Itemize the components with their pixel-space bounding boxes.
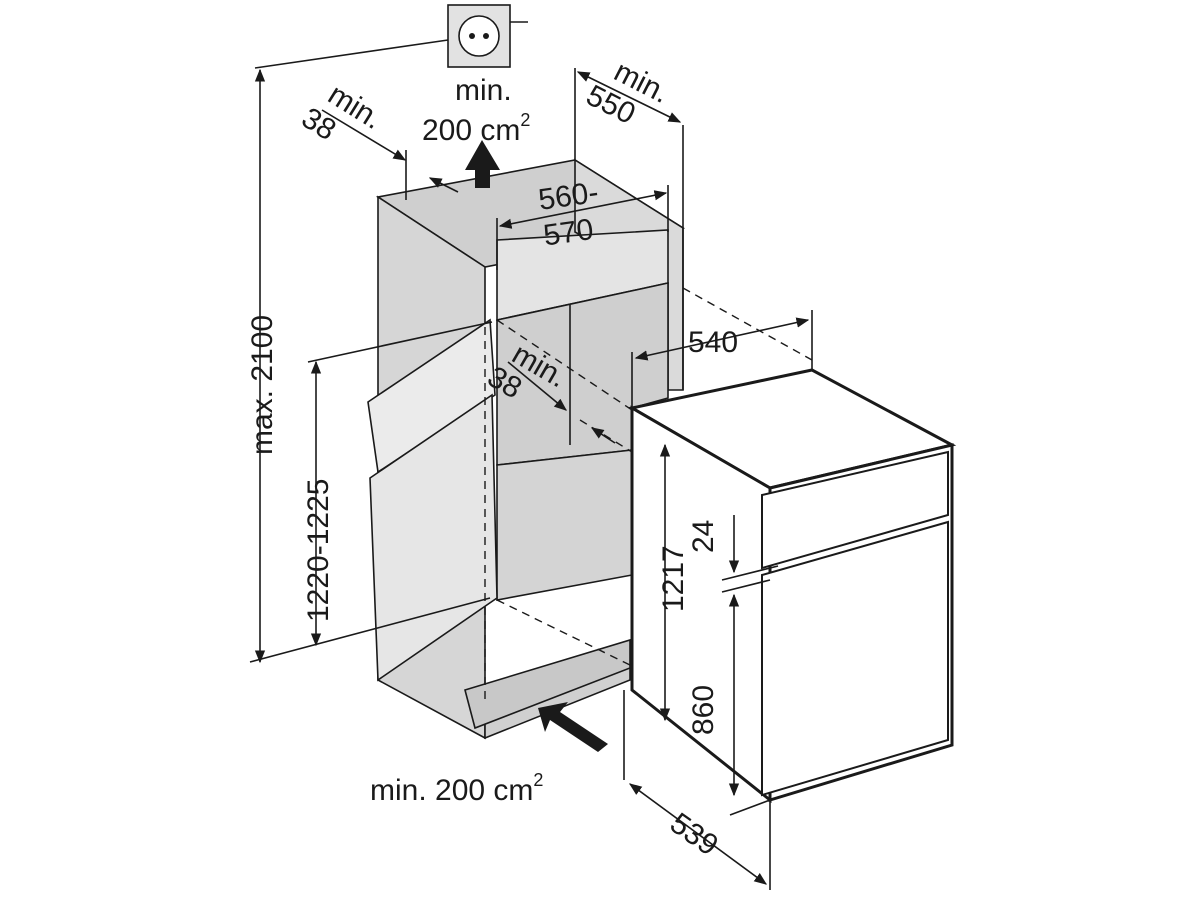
gap-top-label: min.38 [296, 73, 388, 165]
air-intake-arrow-icon [538, 702, 608, 752]
niche-inner-lower [496, 449, 633, 601]
depth-top-label: min.550 [581, 48, 674, 140]
vent-bottom-label: min. 200 cm2 [370, 770, 543, 807]
niche-height-label: 1220-1225 [302, 479, 335, 622]
niche-door-upper [367, 318, 496, 474]
appliance-lower-door [761, 520, 949, 797]
upper-offset-label: 24 [687, 520, 720, 553]
niche-plinth [464, 638, 631, 730]
niche-width-label: 560-570 [536, 176, 605, 253]
air-exhaust-arrow-icon [465, 140, 500, 188]
power-socket-icon [447, 4, 528, 68]
niche-door-lower [369, 393, 498, 682]
vent-top-label-line1: min. [455, 74, 512, 107]
max-height-label: max. 2100 [246, 315, 279, 455]
door-height-label: 860 [687, 685, 720, 735]
appliance-upper-door [761, 450, 949, 570]
appliance-width-label: 540 [688, 326, 738, 359]
vent-top-label-line2: 200 cm2 [422, 110, 530, 147]
appliance-height-label: 1217 [657, 545, 690, 612]
